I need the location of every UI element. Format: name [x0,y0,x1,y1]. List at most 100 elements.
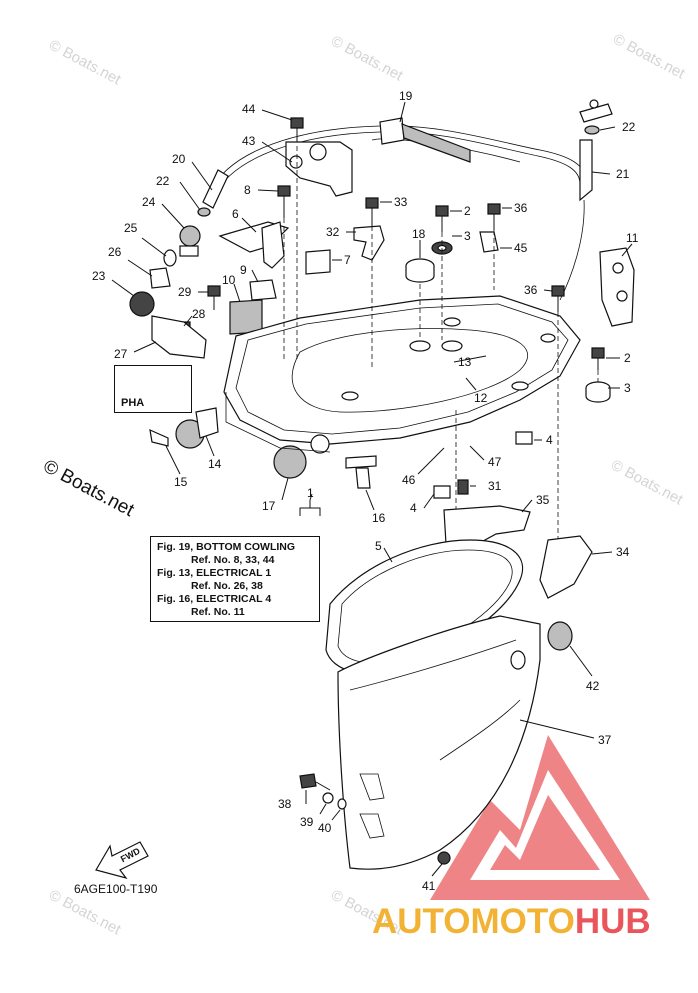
leader-line [161,203,185,229]
pha-label: PHA [121,397,145,409]
bottom-cowling-tray [223,295,581,454]
ref-line: Fig. 19, BOTTOM COWLING [157,541,296,553]
nut [457,479,469,495]
bracket-hole [289,155,303,169]
gear-icon [179,225,201,247]
bolt-icon [299,773,317,789]
cable-grommet [379,117,405,145]
callout-16: 16 [372,511,386,525]
leader-line [453,355,487,363]
bolt-icon [487,203,501,230]
cover-hole [612,262,624,274]
leader-line [233,283,241,303]
logo-part-automoto: AUTOMOTO [372,902,575,941]
ref-line: Ref. No. 11 [191,606,245,618]
callout-35: 35 [536,493,550,507]
leader-line [621,243,633,257]
switch [149,267,171,289]
leader-line [599,126,616,131]
callout-10: 10 [222,273,236,287]
callout-24: 24 [142,195,156,209]
cable-tie [149,428,169,447]
callout-32: 32 [326,225,340,239]
leader-line [165,445,181,475]
callout-22: 22 [156,174,170,188]
callout-13: 13 [458,355,472,369]
hose-joint [579,103,613,123]
callout-23: 23 [92,269,106,283]
bracket [285,141,353,197]
callout-18: 18 [412,227,426,241]
callout-34: 34 [616,545,630,559]
cable-sleeve [401,123,471,163]
callout-36: 36 [524,283,538,297]
leader-line [261,109,293,121]
leader-line [417,447,445,475]
cap [129,291,155,317]
callout-40: 40 [318,821,332,835]
washer [322,792,334,804]
leader-line [191,161,213,191]
knob [163,249,177,267]
washer [337,798,347,810]
ref-line: Fig. 13, ELECTRICAL 1 [157,567,272,579]
clip [305,249,331,275]
leader-line [383,547,393,563]
plate-bracket-arm [261,221,285,269]
bracket-hole [309,143,327,161]
fuel-hose [579,139,593,202]
callout-8: 8 [244,183,251,197]
callout-39: 39 [300,815,314,829]
callout-5: 5 [375,539,382,553]
leader-line [205,435,215,457]
leader-line [591,171,611,175]
fuel-hose-line [559,199,585,301]
watermark-faint: © Boats.net [328,33,406,85]
callout-11: 11 [626,231,639,245]
grommet [547,621,573,651]
collar [433,485,451,499]
callout-28: 28 [192,307,206,321]
callout-9: 9 [240,263,247,277]
pha-inset-box: PHA [114,365,192,413]
leader-line [179,181,201,211]
callout-42: 42 [586,679,600,693]
callout-15: 15 [174,475,188,489]
leader-line [519,719,595,739]
leader-line [569,645,593,677]
leader-line [133,341,157,353]
callout-45: 45 [514,241,528,255]
hose-clip [479,231,499,253]
grommet-body [585,388,611,403]
bolt-icon [207,285,221,310]
watermark-faint: © Boats.net [610,31,688,83]
logo-part-hub: HUB [574,902,651,941]
grommet-flange [195,407,219,439]
leader-line [309,493,313,501]
leader-line [127,259,153,277]
leader-line [319,803,327,815]
callout-27: 27 [114,347,128,361]
callout-33: 33 [394,195,408,209]
callout-46: 46 [402,473,416,487]
callout-7: 7 [344,253,351,267]
watermark-faint: © Boats.net [608,457,686,509]
leader-line [543,289,553,292]
collar [515,431,533,445]
switch-bracket [151,315,207,359]
watermark-main: © Boats.net [40,456,138,522]
callout-25: 25 [124,221,138,235]
automotohub-logo-text: AUTOMOTOHUB [372,902,651,942]
leader-line [423,493,435,509]
watermark-faint: © Boats.net [46,37,124,89]
relay-block [229,299,263,335]
bracket-leader [299,500,321,516]
diagram-code: 6AGE100-T190 [74,882,158,896]
gear-shaft [179,245,199,257]
fwd-arrow-icon [95,841,149,880]
plug [345,455,377,469]
hose-clip [584,125,600,135]
callout-4: 4 [410,501,417,515]
ref-line: Ref. No. 26, 38 [191,580,263,592]
